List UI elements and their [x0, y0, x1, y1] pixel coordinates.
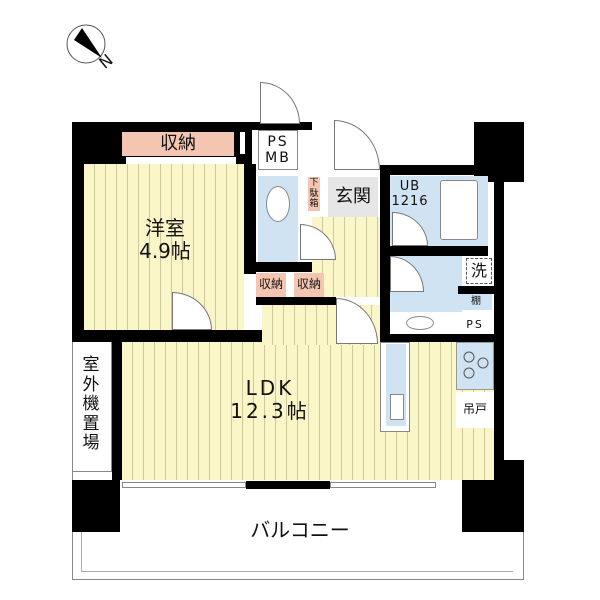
closet-b: 収納 [294, 273, 324, 297]
western-room-size: 4.9帖 [139, 239, 191, 263]
shelf: 棚 [460, 294, 492, 310]
unit-bath-label: UB 1216 [390, 178, 430, 212]
unit-bath-name: UB [399, 179, 421, 195]
stove [456, 342, 494, 390]
western-room [84, 164, 244, 330]
toilet-bowl [266, 186, 290, 222]
wall-lower-left [112, 330, 122, 480]
window-right [330, 482, 436, 488]
window-left [122, 482, 246, 488]
ldk [122, 342, 494, 480]
wall-wash-bottom [380, 334, 494, 342]
ldk-label: LDK 12.3帖 [220, 370, 320, 430]
wall-left [72, 122, 84, 342]
closet-main-door[interactable] [126, 157, 236, 164]
western-room-name: 洋室 [145, 216, 185, 240]
washer-space: 洗 [466, 258, 492, 284]
wall-right [494, 160, 504, 480]
ps-shaft: PS [456, 318, 494, 332]
wall-bottom-left-pillar [72, 480, 120, 532]
wall-toilet-bottom [244, 262, 314, 272]
stove-burners-icon [463, 351, 489, 379]
wall-bath-bottom [380, 246, 488, 256]
ps-mb-door[interactable] [260, 82, 300, 124]
wall-closets-bottom [256, 297, 336, 305]
closet-a: 収納 [256, 273, 286, 297]
wall-bath-left [380, 170, 390, 340]
wall-western-right [244, 164, 256, 274]
outdoor-unit-label: 室外 機置 場 [82, 355, 100, 454]
entrance-door[interactable] [334, 120, 380, 170]
washbasin [406, 316, 434, 330]
western-room-label: 洋室 4.9帖 [120, 210, 210, 270]
balcony-label: バルコニー [250, 517, 350, 542]
wall-bottom-center [246, 481, 330, 489]
unit-bath-size: 1216 [391, 194, 429, 209]
ldk-name: LDK [245, 376, 295, 400]
wall-entry-left [252, 122, 312, 130]
outdoor-unit-area [72, 340, 112, 472]
wall-entry-right [380, 165, 480, 175]
entrance: 玄関 [328, 177, 378, 217]
closet-main: 収納 [122, 132, 234, 156]
wall-washer-shelf [458, 286, 494, 294]
wall-western-bottom [72, 330, 262, 342]
shoe-box: 下 駄 箱 [308, 177, 320, 211]
kitchen-sink [390, 394, 404, 420]
compass-arrow-icon [66, 24, 106, 64]
bathtub [440, 180, 478, 240]
ps-mb: PS MB [258, 130, 298, 170]
compass: N [64, 22, 117, 73]
closet-edge [240, 132, 245, 154]
ldk-size: 12.3帖 [230, 399, 310, 423]
hanging-cabinet: 吊戸 [456, 392, 494, 428]
